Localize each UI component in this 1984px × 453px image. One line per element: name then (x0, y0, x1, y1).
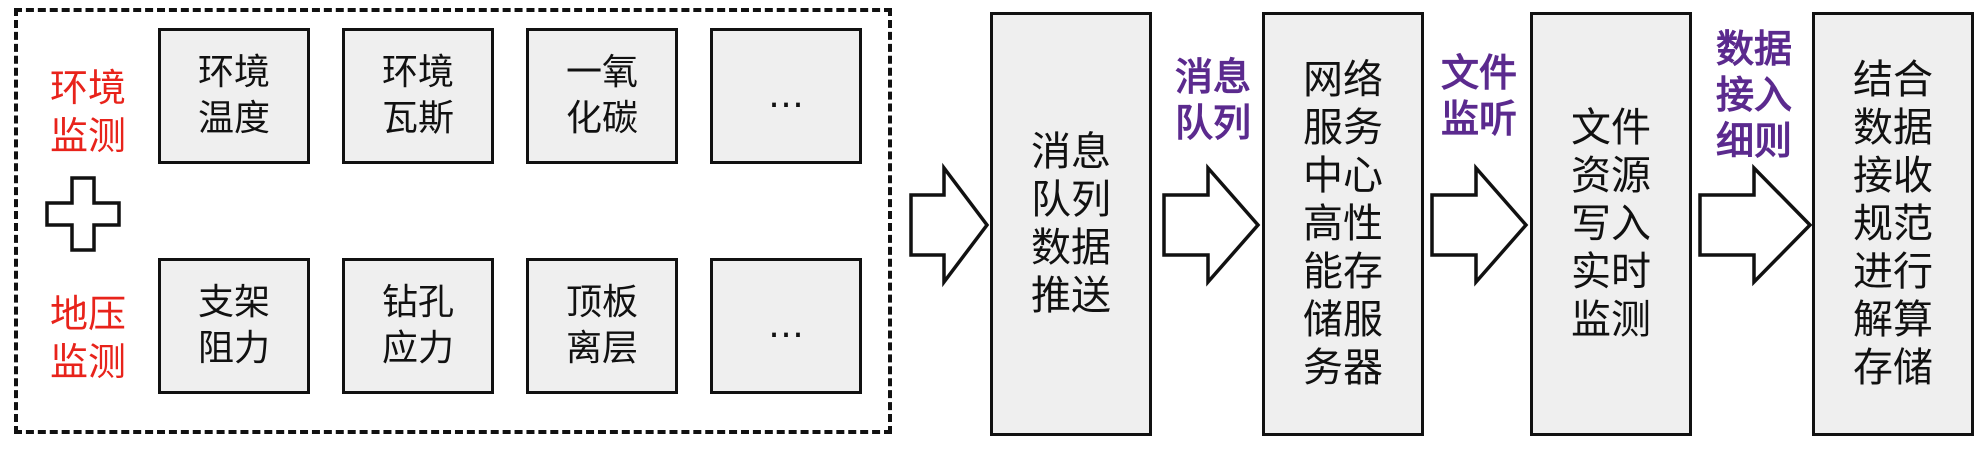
edge-label-data-access-rules: 数据 接入 细则 (1715, 27, 1792, 163)
environment-monitoring-label: 环境 监测 (49, 66, 126, 158)
sensor-box-pressure-more: … (710, 258, 862, 394)
sensor-group-frame (14, 8, 892, 434)
sensor-box-ambient-temperature: 环境 温度 (158, 28, 310, 164)
stage-storage-server: 网络 服务 中心 高性 能存 储服 务器 (1262, 12, 1424, 436)
pressure-monitoring-label: 地压 监测 (49, 292, 126, 384)
edge-label-file-listener: 文件 监听 (1440, 51, 1517, 141)
flow-arrow-icon (1430, 163, 1529, 287)
sensor-box-roof-separation: 顶板 离层 (526, 258, 678, 394)
stage-message-queue-push: 消息 队列 数据 推送 (990, 12, 1152, 436)
edge-label-message-queue: 消息 队列 (1174, 55, 1251, 145)
sensor-box-borehole-stress: 钻孔 应力 (342, 258, 494, 394)
flow-arrow-icon (1162, 163, 1261, 287)
sensor-box-environment-more: … (710, 28, 862, 164)
sensor-box-ambient-gas: 环境 瓦斯 (342, 28, 494, 164)
sensor-box-support-resistance: 支架 阻力 (158, 258, 310, 394)
flow-arrow-icon (909, 162, 990, 288)
stage-parse-and-store: 结合 数据 接收 规范 进行 解算 存储 (1812, 12, 1974, 436)
sensor-box-carbon-monoxide: 一氧 化碳 (526, 28, 678, 164)
stage-file-monitoring: 文件 资源 写入 实时 监测 (1530, 12, 1692, 436)
flow-arrow-icon (1698, 163, 1813, 287)
